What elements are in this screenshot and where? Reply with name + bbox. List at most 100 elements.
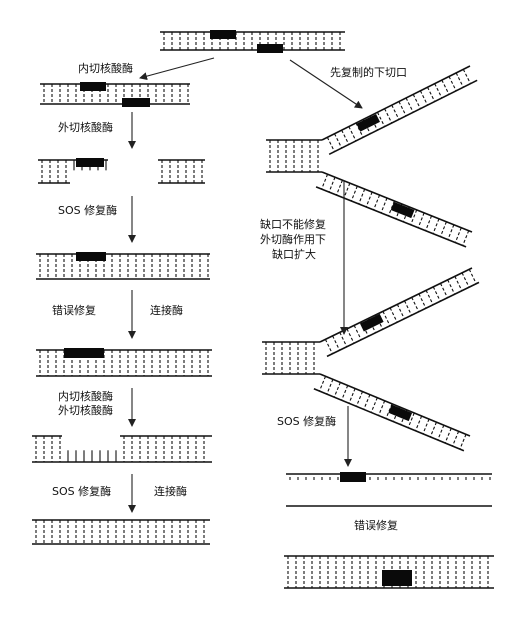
base-pair [353,325,362,340]
endo-exo-label-line1: 内切核酸酶 [58,389,113,403]
base-pair [405,97,414,113]
mismatch-repair-label-right: 错误修复 [354,518,398,532]
arrow-to-fork [289,59,363,109]
process-arrows [128,57,363,513]
base-pair [461,272,470,288]
damage-lesion [382,570,412,586]
mismatch-repair-label-left: 错误修复 [52,303,96,317]
base-pair [373,194,381,211]
base-pair [376,112,386,127]
base-pair [425,215,433,231]
base-pair [407,412,415,428]
base-pair [365,191,373,208]
damage-lesion [210,30,236,39]
endonuclease-label-top: 内切核酸酶 [78,61,133,75]
base-pair [324,339,333,355]
arm-strand-a [319,373,471,437]
base-pair [411,297,420,312]
base-pair [398,101,407,117]
base-pair [318,376,327,392]
sos-repair-label-left-2: SOS 修复酶 [52,484,111,498]
left-duplex-5 [32,435,212,463]
sos-repair-label-right: SOS 修复酶 [277,414,336,428]
base-pair [459,434,467,450]
base-pair [432,286,441,302]
damage-lesion [359,313,384,332]
left-duplex-2 [38,158,205,184]
base-pair [348,388,356,404]
base-pair [439,283,448,298]
sos-repair-label-left-1: SOS 修复酶 [58,203,117,217]
base-pair [417,212,425,228]
base-pair [380,197,388,214]
base-pair [341,385,349,401]
base-pair [339,332,348,347]
base-pair [334,133,343,149]
base-pair [415,415,423,432]
right-fork-2-stem [262,341,320,375]
left-duplex-6 [32,519,210,545]
arm-strand-b [326,281,480,358]
right-fork-1-lower-arm [315,171,473,248]
gap-label-line2: 外切酶作用下 [260,233,326,246]
damage-lesion [356,113,381,132]
base-pair [348,126,357,142]
base-pair [418,293,427,309]
left-duplex-3 [36,252,210,280]
base-pair [332,335,341,351]
base-pair [358,188,366,205]
base-pair [389,307,398,323]
right-duplex-sos [286,472,492,507]
base-pair [441,79,450,95]
right-fork-1-upper-arm [321,65,478,156]
base-pair [410,209,418,225]
left-duplex-4 [36,348,212,377]
arm-strand-a [321,65,471,141]
base-pair [439,221,447,237]
arm-strand-a [321,171,473,233]
base-pair [422,418,430,435]
damage-lesion [257,44,283,53]
base-pair [343,182,351,199]
base-pair [432,218,440,234]
base-pair [419,90,429,106]
base-pair [384,108,393,124]
base-pair [468,269,477,284]
arrow-to-endonuclease [139,57,215,81]
base-pair [404,300,413,316]
gap-label-line1: 缺口不能修复 [260,217,326,231]
base-pair [447,279,456,295]
endo-exo-label-line2: 外切核酸酶 [58,403,113,417]
base-pair [335,179,343,196]
right-fork-1-stem [266,139,322,173]
gap-label-line3: 缺口扩大 [272,247,316,261]
base-pair [346,328,355,344]
base-pair [355,391,364,407]
base-pair [396,304,405,319]
exonuclease-label-left: 外切核酸酶 [58,120,113,134]
base-pair [328,176,336,193]
arm-strand-b [328,79,478,156]
base-pair [427,86,436,102]
base-pair [462,69,471,84]
damage-lesion [76,252,106,261]
base-pair [363,394,371,410]
damage-lesion [390,201,415,219]
base-pair [321,174,329,190]
damage-lesion [122,98,150,107]
damage-lesion [64,348,104,358]
right-fork-2-upper-arm [319,267,480,358]
base-pair [326,137,336,152]
base-pair [370,397,378,413]
damage-lesion [76,158,104,167]
arm-strand-b [315,186,467,248]
damage-lesion [80,82,106,91]
right-duplex-final [284,555,494,589]
base-pair [455,72,464,88]
arm-strand-b [313,388,465,452]
base-pair [341,129,350,145]
dna-duplexes [32,30,494,589]
base-pair [452,431,460,447]
base-pair [326,379,334,395]
ligase-label-left-1: 连接酶 [150,304,183,317]
